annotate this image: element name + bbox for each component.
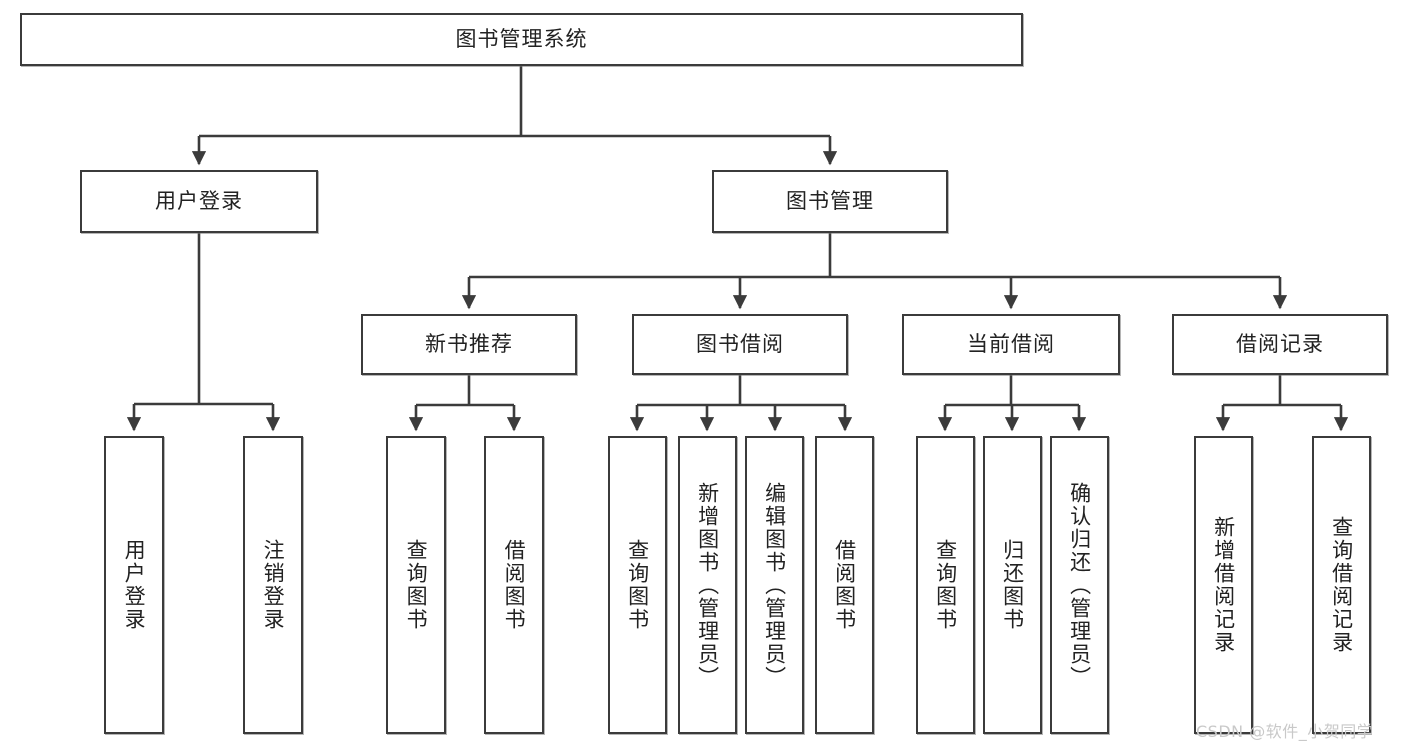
node-label: 图书管理系统 [455, 26, 588, 51]
node-label: 新增借阅记录 [1211, 516, 1236, 654]
node-user-login[interactable]: 用户登录 [80, 170, 318, 233]
node-label: 确认归还（管理员） [1067, 481, 1092, 689]
leaf-user-login[interactable]: 用户登录 [104, 436, 164, 734]
node-new-book-recommend[interactable]: 新书推荐 [361, 314, 577, 375]
node-label: 注销登录 [261, 539, 286, 631]
node-label: 借阅图书 [502, 539, 527, 631]
node-label: 编辑图书（管理员） [762, 481, 787, 689]
leaf-edit-book-admin[interactable]: 编辑图书（管理员） [745, 436, 804, 734]
node-label: 新增图书（管理员） [695, 481, 720, 689]
leaf-return-book[interactable]: 归还图书 [983, 436, 1042, 734]
node-borrow-record[interactable]: 借阅记录 [1172, 314, 1388, 375]
node-label: 查询图书 [625, 539, 650, 631]
node-label: 借阅记录 [1236, 331, 1324, 356]
node-label: 查询借阅记录 [1329, 516, 1354, 654]
node-label: 图书管理 [786, 188, 874, 213]
node-label: 查询图书 [933, 539, 958, 631]
leaf-query-book-current[interactable]: 查询图书 [916, 436, 975, 734]
csdn-watermark: CSDN @软件_小贺同学 [1196, 722, 1374, 741]
node-current-borrow[interactable]: 当前借阅 [902, 314, 1120, 375]
leaf-query-borrow-record[interactable]: 查询借阅记录 [1312, 436, 1371, 734]
node-label: 归还图书 [1000, 539, 1025, 631]
leaf-confirm-return-admin[interactable]: 确认归还（管理员） [1050, 436, 1109, 734]
leaf-add-book-admin[interactable]: 新增图书（管理员） [678, 436, 737, 734]
leaf-logout[interactable]: 注销登录 [243, 436, 303, 734]
node-root-system[interactable]: 图书管理系统 [20, 13, 1023, 66]
leaf-borrow-book-recommend[interactable]: 借阅图书 [484, 436, 544, 734]
node-label: 用户登录 [155, 188, 243, 213]
leaf-query-book-borrow[interactable]: 查询图书 [608, 436, 667, 734]
leaf-query-book-recommend[interactable]: 查询图书 [386, 436, 446, 734]
node-label: 当前借阅 [967, 331, 1055, 356]
leaf-borrow-book[interactable]: 借阅图书 [815, 436, 874, 734]
node-label: 查询图书 [404, 539, 429, 631]
node-book-borrow[interactable]: 图书借阅 [632, 314, 848, 375]
node-label: 新书推荐 [425, 331, 513, 356]
node-label: 借阅图书 [832, 539, 857, 631]
node-label: 用户登录 [122, 539, 147, 631]
node-book-management[interactable]: 图书管理 [712, 170, 948, 233]
node-label: 图书借阅 [696, 331, 784, 356]
leaf-add-borrow-record[interactable]: 新增借阅记录 [1194, 436, 1253, 734]
